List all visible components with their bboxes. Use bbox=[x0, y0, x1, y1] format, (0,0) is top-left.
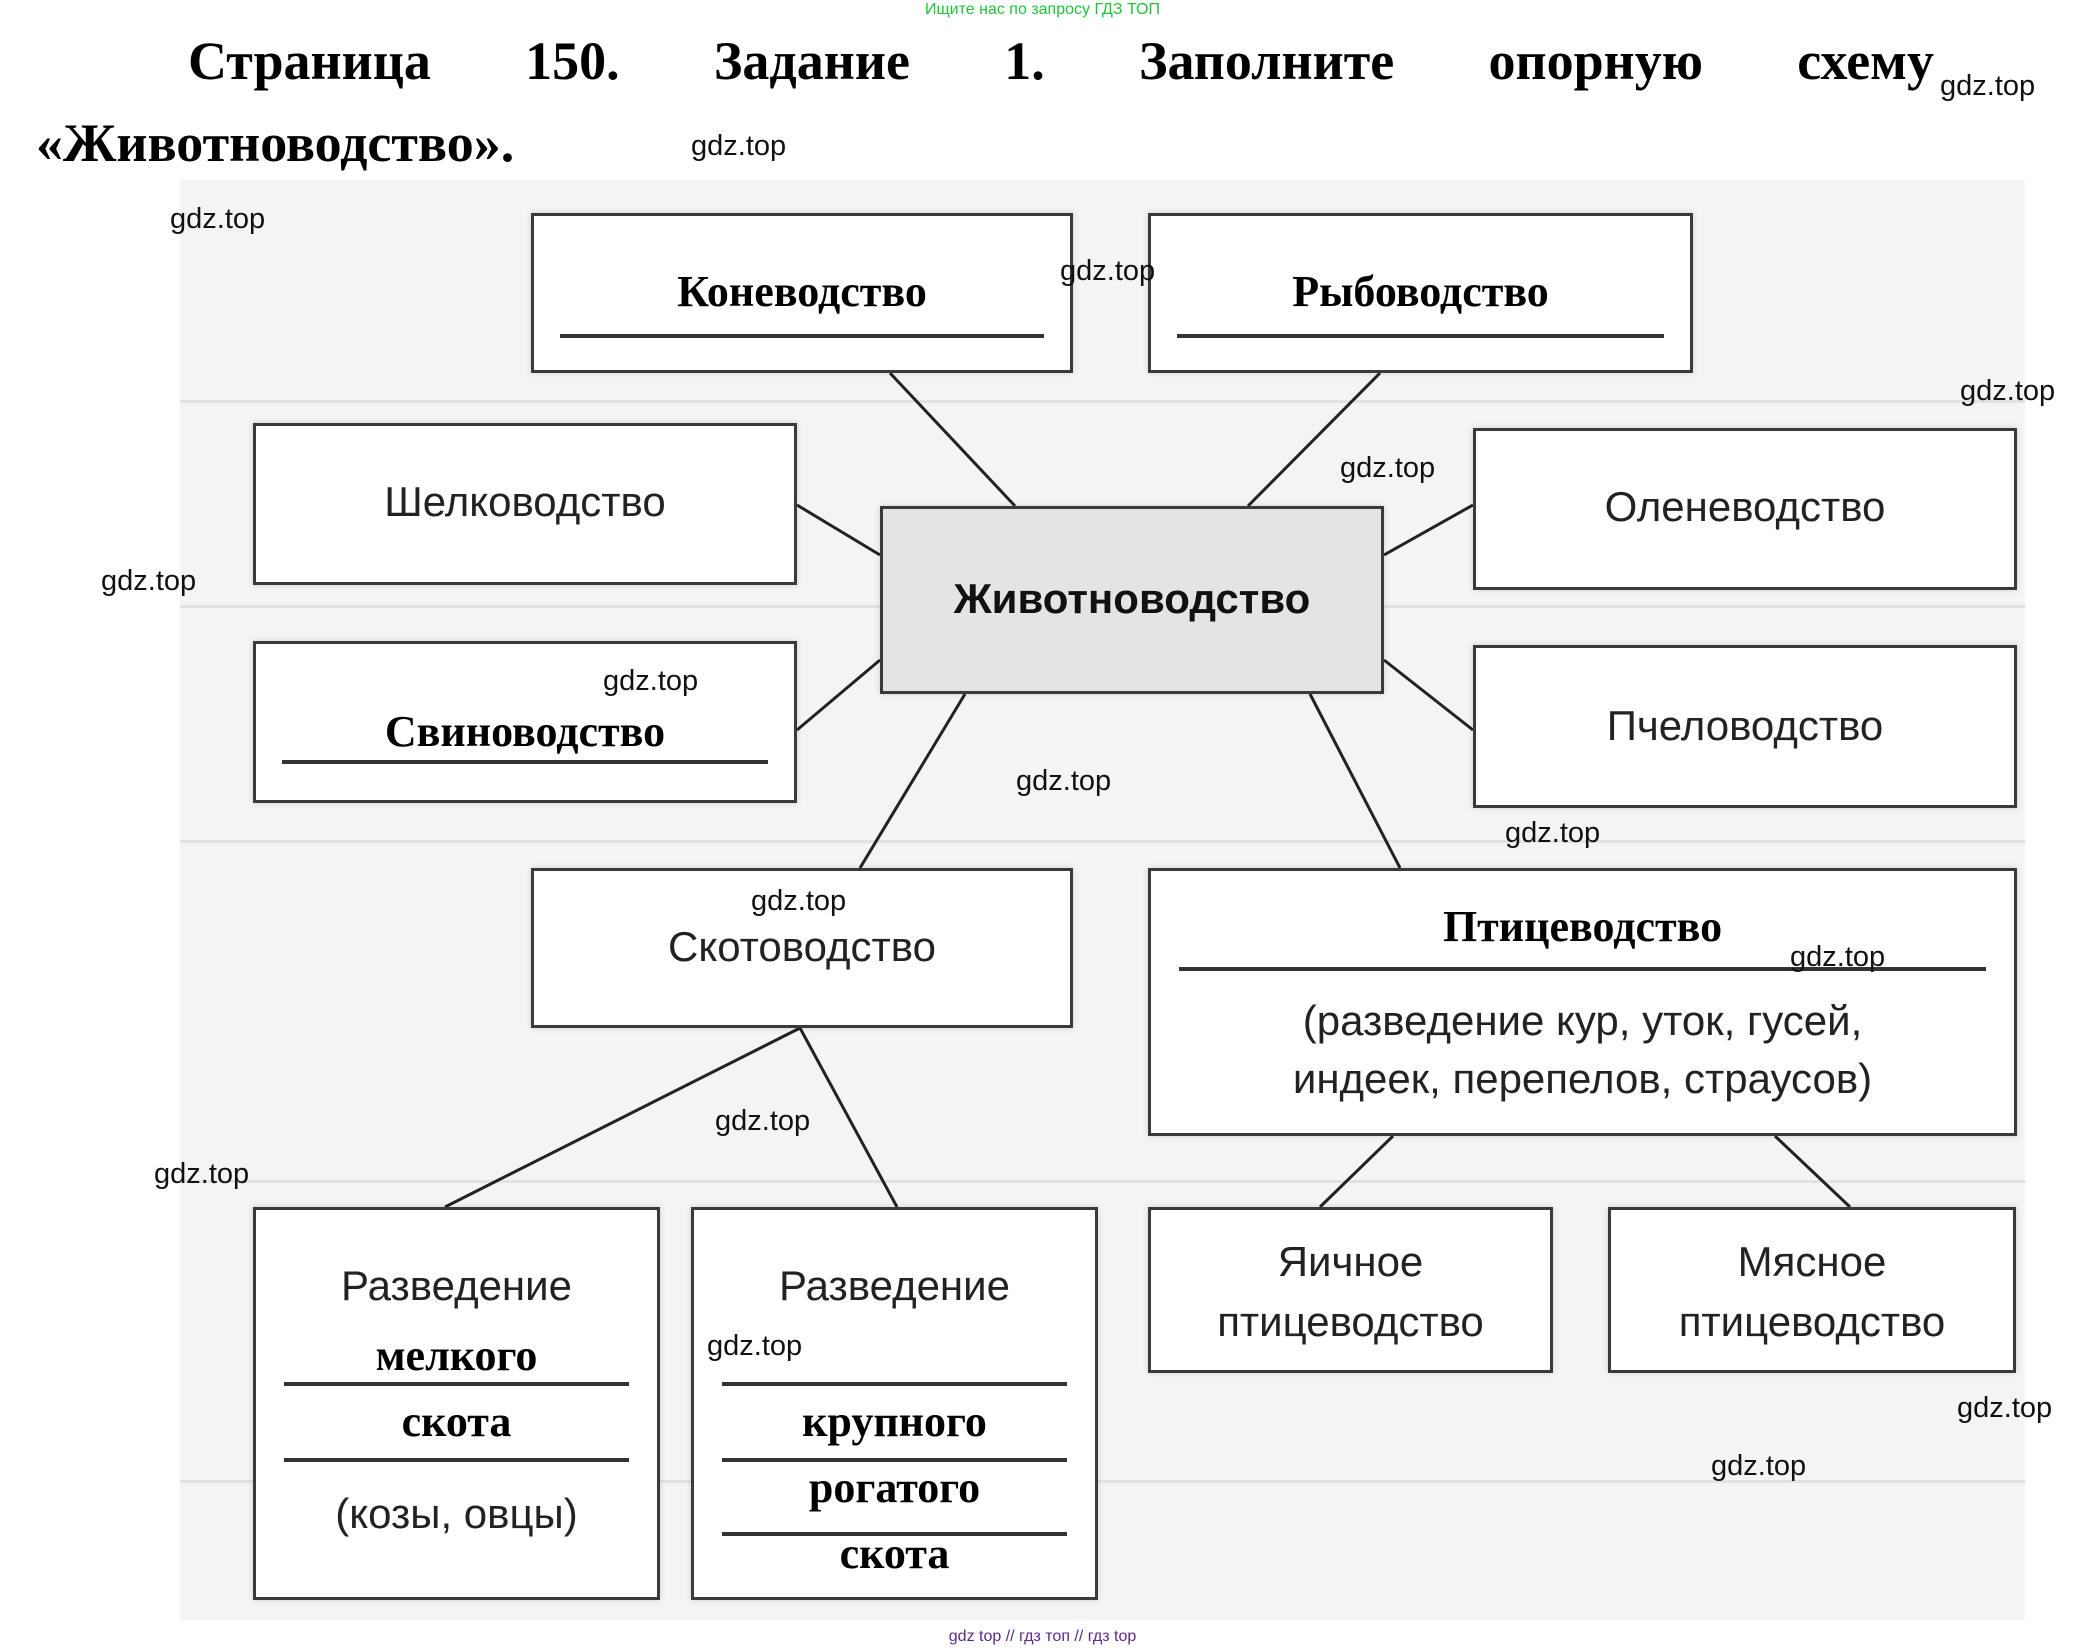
link-meat bbox=[1773, 1134, 1852, 1209]
box-note-line: индеек, перепелов, страусов) bbox=[1292, 1055, 1873, 1102]
search-hint: Ищите нас по запросу ГДЗ ТОП bbox=[925, 1, 1160, 18]
watermark: gdz.top bbox=[1016, 765, 1112, 797]
box-sericulture: Шелководство bbox=[253, 423, 797, 585]
watermark: gdz.top bbox=[1957, 1392, 2053, 1424]
title-word: 1. bbox=[1004, 31, 1045, 91]
watermark: gdz.top bbox=[707, 1330, 803, 1362]
box-horse-breeding: Коневодство bbox=[531, 213, 1073, 373]
center-label: Животноводство bbox=[953, 575, 1311, 622]
box-label: Яичное bbox=[1277, 1238, 1424, 1285]
box-label: птицеводство bbox=[1217, 1298, 1484, 1345]
link-large bbox=[798, 1027, 899, 1208]
answer-text: мелкого bbox=[375, 1331, 538, 1380]
link-poultry bbox=[1308, 693, 1402, 869]
box-label: Пчеловодство bbox=[1606, 702, 1884, 749]
box-label: птицеводство bbox=[1678, 1298, 1946, 1345]
box-pig-farming: Свиноводство bbox=[253, 641, 797, 803]
box-note-line: (разведение кур, уток, гусей, bbox=[1302, 997, 1863, 1044]
title-word: Страница bbox=[188, 31, 431, 91]
watermark: gdz.top bbox=[1960, 375, 2056, 407]
watermark: gdz.top bbox=[1505, 817, 1601, 849]
box-beekeeping: Пчеловодство bbox=[1473, 645, 2017, 808]
link-egg bbox=[1318, 1134, 1395, 1209]
answer-text: крупного bbox=[802, 1397, 987, 1446]
title-word: Задание bbox=[713, 31, 910, 91]
box-poultry-farming: Птицеводство (разведение кур, уток, гусе… bbox=[1148, 868, 2017, 1136]
box-label: Скотоводство bbox=[668, 923, 936, 970]
watermark: gdz.top bbox=[691, 130, 787, 162]
watermark: gdz.top bbox=[1060, 255, 1156, 287]
box-label: Рыбоводство bbox=[1292, 267, 1549, 316]
link-pig bbox=[796, 658, 881, 732]
title-word: схему bbox=[1797, 31, 1934, 91]
box-animal-husbandry-center: Животноводство bbox=[880, 506, 1384, 694]
watermark: gdz.top bbox=[751, 885, 847, 917]
watermark: gdz.top bbox=[715, 1105, 811, 1137]
background-text-line bbox=[180, 840, 2025, 843]
link-horse bbox=[888, 371, 1017, 508]
answer-underline bbox=[722, 1532, 1067, 1536]
box-label: Шелководство bbox=[384, 478, 666, 525]
box-label: Разведение bbox=[779, 1262, 1010, 1309]
page-title-line-1: Страница 150. Задание 1. Заполните опорн… bbox=[188, 30, 1934, 92]
watermark: gdz.top bbox=[1940, 70, 2036, 102]
background-text-line bbox=[180, 1180, 2025, 1183]
link-fish bbox=[1246, 371, 1382, 508]
box-reindeer-herding: Оленеводство bbox=[1473, 428, 2017, 590]
link-silk bbox=[796, 503, 881, 557]
box-label: Птицеводство bbox=[1442, 902, 1723, 951]
background-text-line bbox=[180, 1480, 2025, 1483]
link-cattle bbox=[858, 693, 967, 869]
answer-text: рогатого bbox=[808, 1463, 981, 1512]
watermark: gdz.top bbox=[603, 665, 699, 697]
watermark: gdz.top bbox=[154, 1158, 250, 1190]
answer-underline bbox=[282, 760, 768, 764]
title-word: 150. bbox=[525, 31, 620, 91]
watermark: gdz.top bbox=[1340, 452, 1436, 484]
box-cattle-breeding: Скотоводство bbox=[531, 868, 1073, 1028]
answer-underline bbox=[284, 1458, 629, 1462]
watermark: gdz.top bbox=[101, 565, 197, 597]
answer-text: скота bbox=[839, 1529, 950, 1578]
box-label: Разведение bbox=[341, 1262, 572, 1309]
answer-underline bbox=[722, 1458, 1067, 1462]
box-large-cattle: Разведение крупного рогатого скота bbox=[691, 1207, 1098, 1600]
box-egg-poultry: Яичное птицеводство bbox=[1148, 1207, 1553, 1373]
watermark: gdz.top bbox=[1711, 1450, 1807, 1482]
box-label: Мясное bbox=[1737, 1238, 1887, 1285]
box-label: Оленеводство bbox=[1604, 483, 1886, 530]
box-note-line: (козы, овцы) bbox=[335, 1490, 578, 1537]
box-label: Свиноводство bbox=[384, 707, 666, 756]
box-fish-farming: Рыбоводство bbox=[1148, 213, 1693, 373]
title-word: Заполните bbox=[1138, 31, 1395, 91]
title-word: опорную bbox=[1488, 31, 1704, 91]
page-title-line-2: «Животноводство». bbox=[36, 113, 515, 173]
watermark: gdz.top bbox=[170, 203, 266, 235]
answer-underline bbox=[1177, 334, 1664, 338]
answer-text: скота bbox=[401, 1397, 512, 1446]
background-text-line bbox=[180, 400, 2025, 403]
box-small-livestock: Разведение мелкого скота (козы, овцы) bbox=[253, 1207, 660, 1600]
answer-underline bbox=[722, 1382, 1067, 1386]
link-bee bbox=[1383, 658, 1474, 732]
link-small bbox=[444, 1026, 801, 1209]
box-label: Коневодство bbox=[677, 267, 927, 316]
answer-underline bbox=[284, 1382, 629, 1386]
box-meat-poultry: Мясное птицеводство bbox=[1608, 1207, 2016, 1373]
link-deer bbox=[1383, 503, 1474, 557]
answer-underline bbox=[1179, 967, 1986, 971]
footer-watermark: gdz top // гдз топ // гдз top bbox=[948, 1628, 1137, 1645]
answer-underline bbox=[560, 334, 1044, 338]
watermark: gdz.top bbox=[1790, 941, 1886, 973]
